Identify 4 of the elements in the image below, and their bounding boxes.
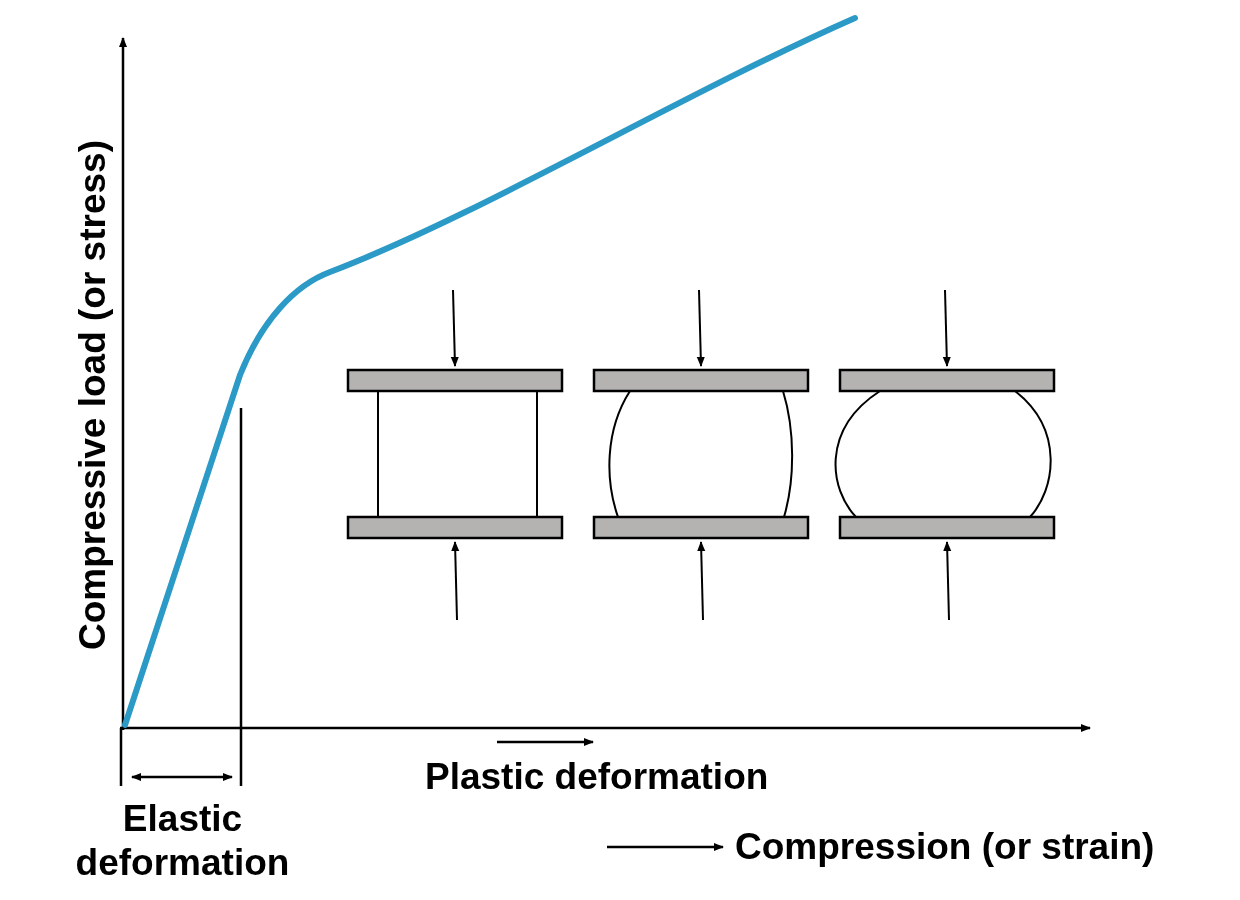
- x-axis-title: Compression (or strain): [735, 825, 1155, 869]
- y-axis-title: Compressive load (or stress): [71, 139, 114, 652]
- region-label: Elastic deformation: [74, 797, 291, 885]
- region-label: Plastic deformation: [425, 755, 769, 799]
